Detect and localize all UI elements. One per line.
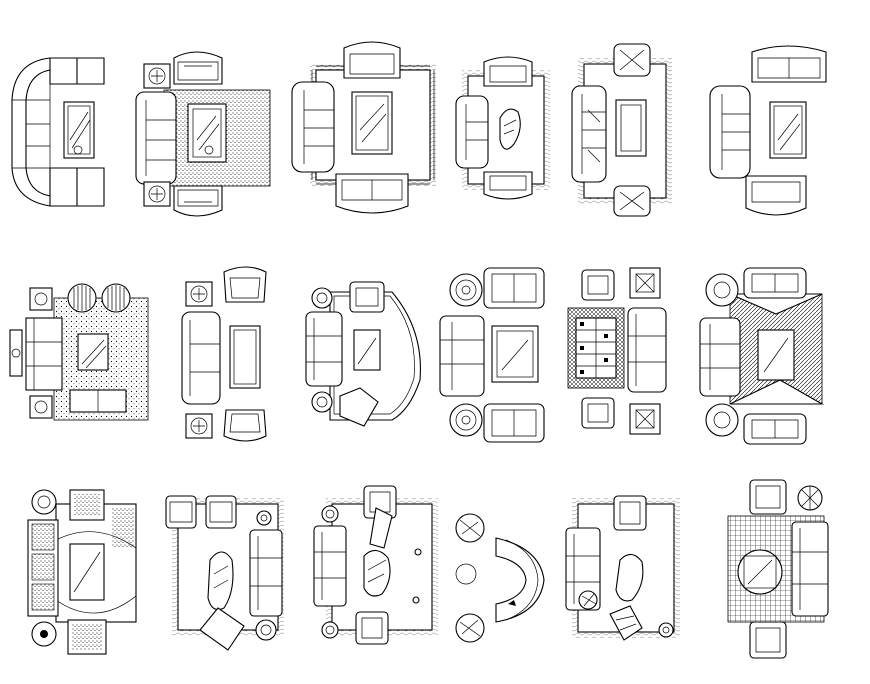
block-sofa-side-tables xyxy=(439,267,545,443)
block-sofa-dotted-rug xyxy=(9,283,149,421)
block-sofa-armchairs-rug xyxy=(571,43,672,217)
block-sofa-fringed-rug-3 xyxy=(313,485,438,645)
block-sofa-patterned-rug xyxy=(567,267,667,435)
block-curved-sofa xyxy=(455,513,545,643)
block-sofa-hatched-rug xyxy=(727,479,829,659)
block-sofa-rug-patterned-chairs xyxy=(27,489,137,655)
block-sofa-fringed-rug xyxy=(291,41,436,214)
block-sofa-textured-rug xyxy=(135,51,271,217)
block-sofa-armchairs xyxy=(709,45,827,216)
block-sofa-small-rug xyxy=(455,56,550,200)
block-sofa-curved-rug xyxy=(305,281,421,427)
block-sofa-fringed-rug-4 xyxy=(565,495,680,641)
block-loveseat-armchairs xyxy=(181,266,267,442)
block-sofa-geometric-rug xyxy=(699,267,825,445)
block-sofa-fringed-rug-2 xyxy=(165,495,284,651)
block-sectional-sofa xyxy=(11,57,105,207)
